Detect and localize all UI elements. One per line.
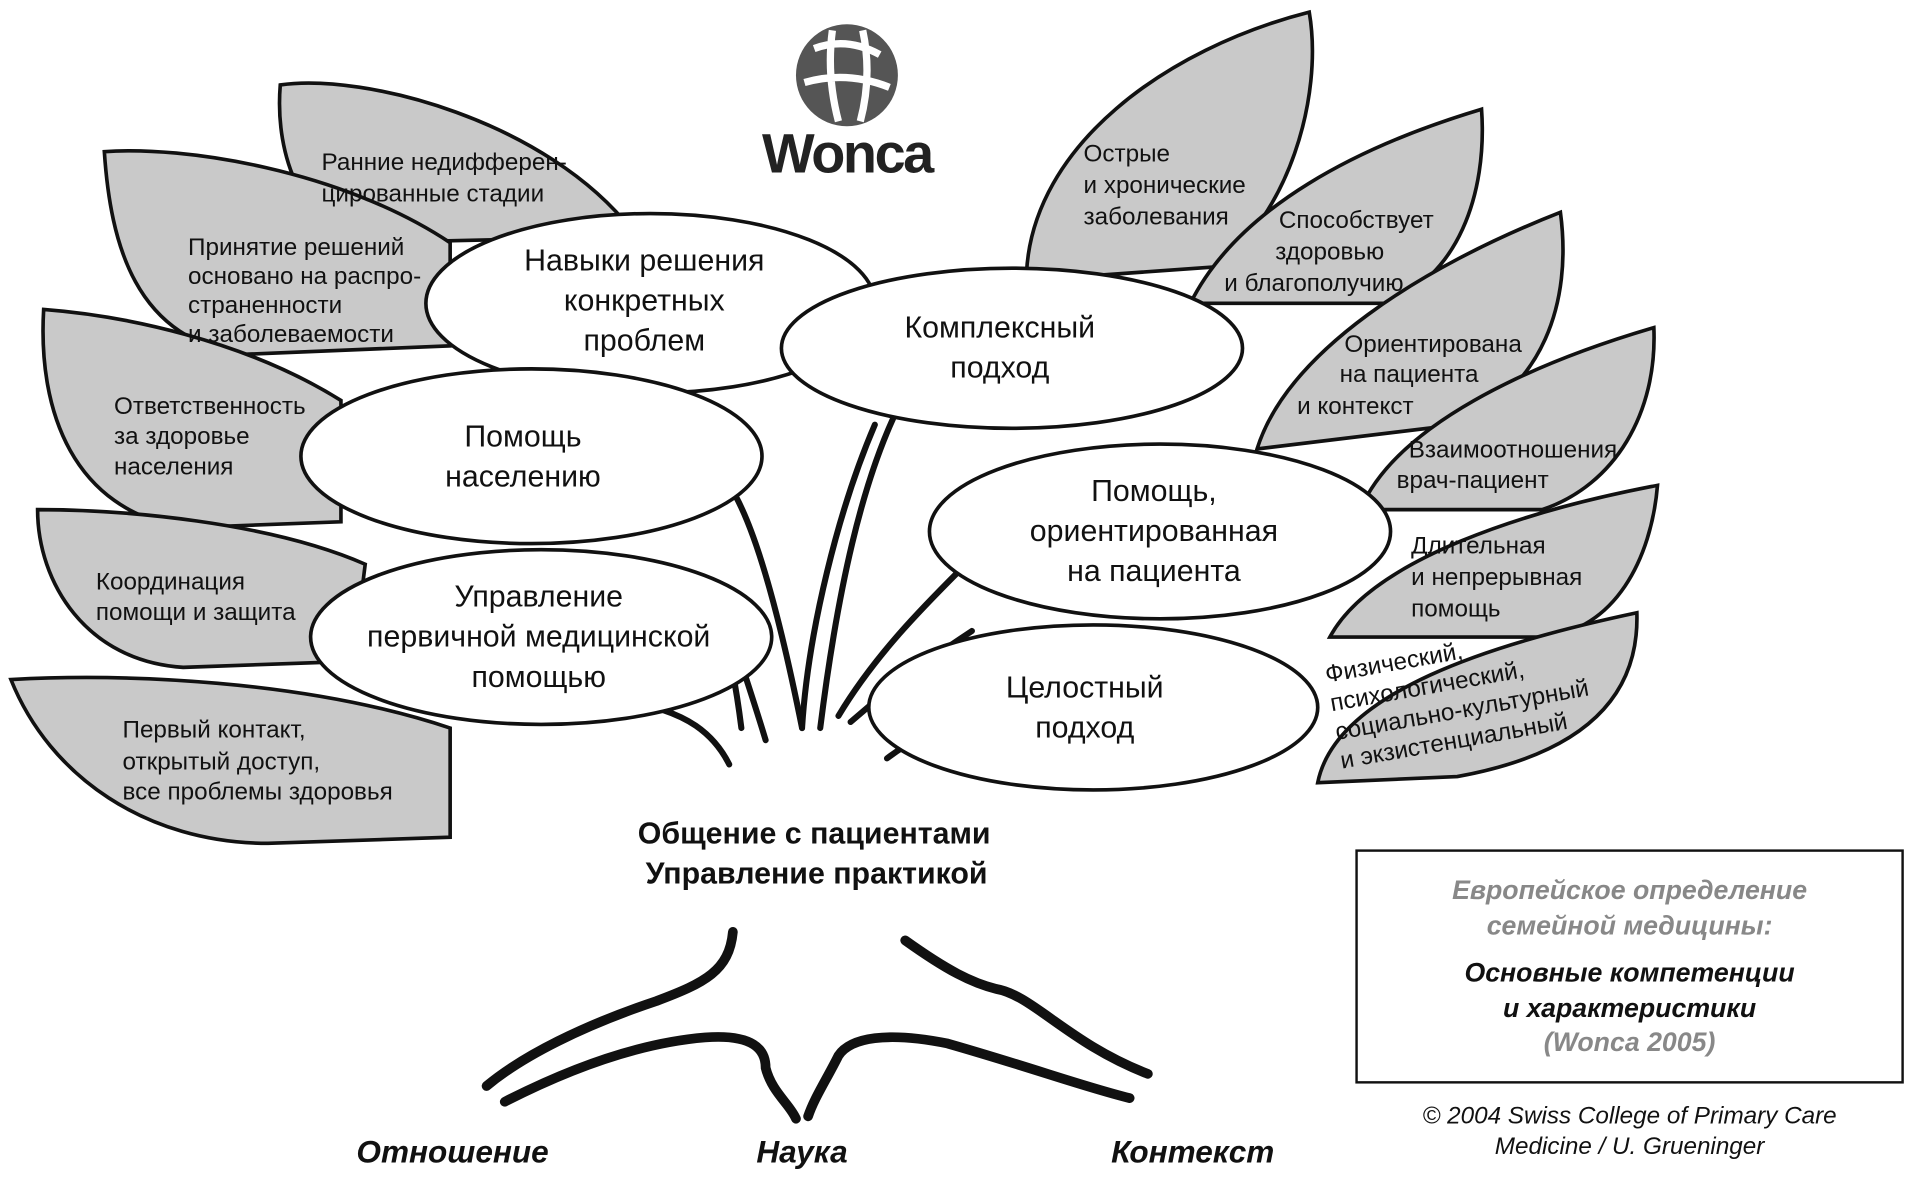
leaf-right-2 bbox=[1187, 106, 1485, 306]
root-label-science: Наука bbox=[756, 1133, 847, 1169]
wonca-logo: Wonca bbox=[762, 24, 938, 184]
base-practice-management: Управление практикой bbox=[646, 857, 988, 890]
leaf-left-4 bbox=[35, 507, 368, 670]
root-label-context: Контекст bbox=[1111, 1133, 1274, 1169]
leaf-left-1-text: Ранние недифферен-цированные стадии bbox=[322, 149, 567, 208]
leaf-right-6 bbox=[1315, 610, 1639, 785]
base-communication: Общение с пациентами bbox=[638, 817, 991, 850]
leaf-left-5-text: Первый контакт,открытый доступ,все пробл… bbox=[123, 717, 393, 806]
leaf-right-5 bbox=[1326, 483, 1660, 639]
root-label-attitude: Отношение bbox=[356, 1133, 548, 1169]
tree-roots bbox=[481, 927, 1153, 1124]
leaf-left-2 bbox=[102, 148, 452, 357]
leaf-left-3 bbox=[41, 307, 343, 530]
leaf-left-5 bbox=[8, 675, 452, 846]
info-box-source: (Wonca 2005) bbox=[1544, 1027, 1716, 1057]
logo-text: Wonca bbox=[762, 121, 935, 184]
leaf-right-4 bbox=[1357, 325, 1656, 512]
